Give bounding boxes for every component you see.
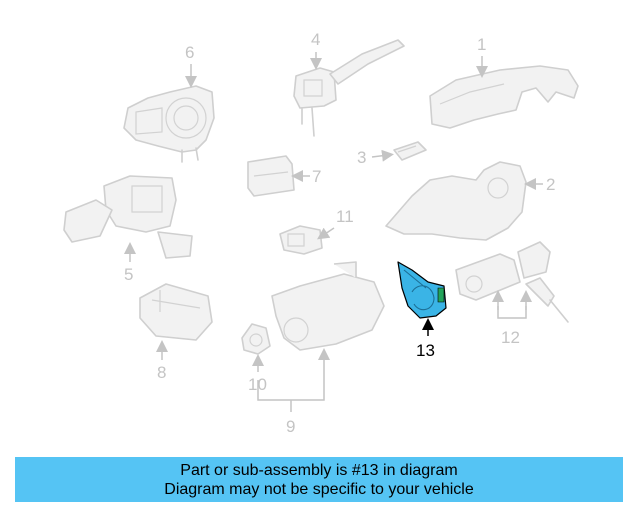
callout-2: 2 — [546, 175, 555, 194]
part-3-clip — [393, 141, 427, 161]
part-7-module — [247, 155, 295, 197]
callout-13: 13 — [416, 341, 435, 360]
part-10-cylinder — [241, 323, 271, 355]
callout-4: 4 — [311, 30, 320, 49]
part-5-turn-signal-switch — [63, 175, 193, 259]
part-2-lower-cover — [385, 161, 527, 241]
part-6-combination-switch — [123, 85, 215, 163]
banner-line-1: Part or sub-assembly is #13 in diagram — [180, 462, 458, 479]
part-9-lock-housing — [271, 261, 385, 351]
callout-11: 11 — [336, 207, 354, 226]
callout-7: 7 — [312, 167, 321, 186]
parts-diagram: 6 4 1 3 7 2 5 — [63, 30, 579, 436]
banner-line-2: Diagram may not be specific to your vehi… — [164, 481, 474, 498]
part-12-ignition-lock — [455, 241, 569, 323]
callout-12: 12 — [501, 328, 520, 347]
part-8-bracket — [139, 283, 213, 341]
part-1-upper-cover — [429, 65, 579, 129]
callout-8: 8 — [157, 363, 166, 382]
info-banner: Part or sub-assembly is #13 in diagram D… — [15, 457, 623, 502]
part-11-switch — [279, 225, 323, 255]
part-4-wiper-switch — [293, 39, 405, 137]
callout-5: 5 — [124, 265, 133, 284]
callout-9: 9 — [286, 417, 295, 436]
callout-6: 6 — [185, 43, 194, 62]
callout-3: 3 — [357, 148, 366, 167]
part-13-highlighted[interactable] — [397, 261, 447, 319]
callout-1: 1 — [477, 35, 486, 54]
